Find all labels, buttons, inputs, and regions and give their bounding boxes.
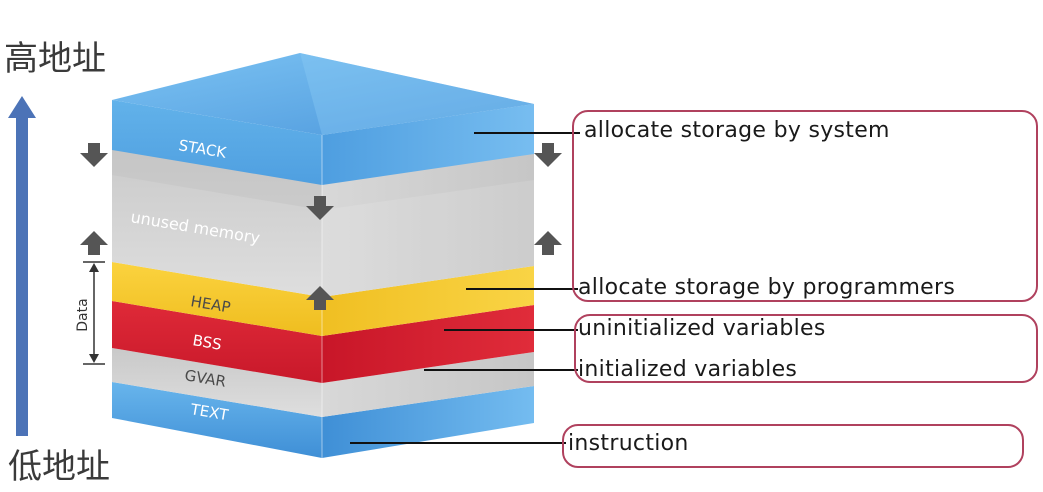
leader-lines bbox=[350, 132, 580, 444]
stack-down-arrow-left bbox=[80, 143, 108, 167]
stack-note-text: allocate storage by system bbox=[584, 118, 890, 143]
data-bracket bbox=[83, 261, 105, 365]
stack-down-arrow-center bbox=[306, 196, 334, 220]
heap-up-arrow-left bbox=[80, 231, 108, 255]
bss-note-text: uninitialized variables bbox=[578, 316, 826, 341]
text-note-box bbox=[562, 424, 1024, 468]
bss-gvar-note-box bbox=[574, 314, 1038, 383]
heap-up-arrow-center bbox=[306, 286, 334, 310]
gvar-note-text: initialized variables bbox=[578, 357, 798, 382]
low-address-label: 低地址 bbox=[8, 447, 110, 487]
gvar-layer bbox=[112, 348, 534, 417]
stack-heap-note-box bbox=[572, 110, 1038, 302]
address-arrow bbox=[8, 96, 36, 436]
bss-label: BSS bbox=[191, 331, 223, 354]
high-address-label: 高地址 bbox=[4, 39, 106, 79]
stack-layer bbox=[112, 53, 534, 185]
heap-up-arrow-right bbox=[534, 231, 562, 255]
bss-layer bbox=[112, 301, 534, 383]
stack-down-arrow-right bbox=[534, 143, 562, 167]
heap-layer bbox=[112, 262, 534, 336]
heap-note-text: allocate storage by programmers bbox=[578, 275, 956, 300]
text-note-text: instruction bbox=[568, 431, 689, 456]
data-bracket-label: Data bbox=[75, 298, 91, 331]
text-layer bbox=[112, 382, 534, 458]
unused-memory-layer bbox=[112, 140, 534, 297]
